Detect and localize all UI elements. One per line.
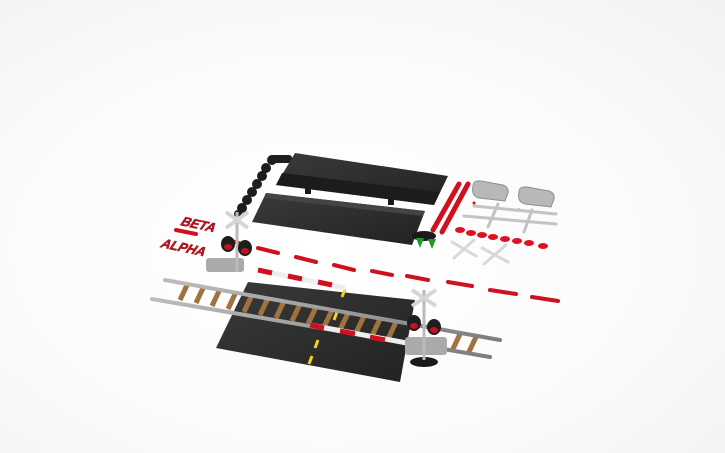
red-rods: [430, 181, 471, 235]
svg-text:ALPHA: ALPHA: [158, 236, 209, 259]
crossing-road-plate: [216, 282, 415, 382]
crossing-gate-right: [405, 288, 447, 367]
crossbuck-spares: [450, 238, 510, 266]
gate-arm-left: [257, 267, 346, 291]
green-led-pair: [412, 231, 436, 249]
road-plate-upper: [276, 153, 448, 205]
road-plate-lower: [252, 193, 425, 245]
signal-housings-spare: [472, 180, 555, 212]
gate-arms-spare: [462, 202, 558, 234]
red-dashed-guide-lines: [174, 228, 560, 303]
svg-text:BETA: BETA: [179, 214, 219, 235]
alpha-label: ALPHA: [158, 235, 209, 259]
red-lens-discs: [455, 227, 548, 249]
beta-label: BETA: [179, 214, 219, 236]
gate-arm-right: [309, 322, 413, 347]
crossing-gate-left: [206, 210, 252, 272]
